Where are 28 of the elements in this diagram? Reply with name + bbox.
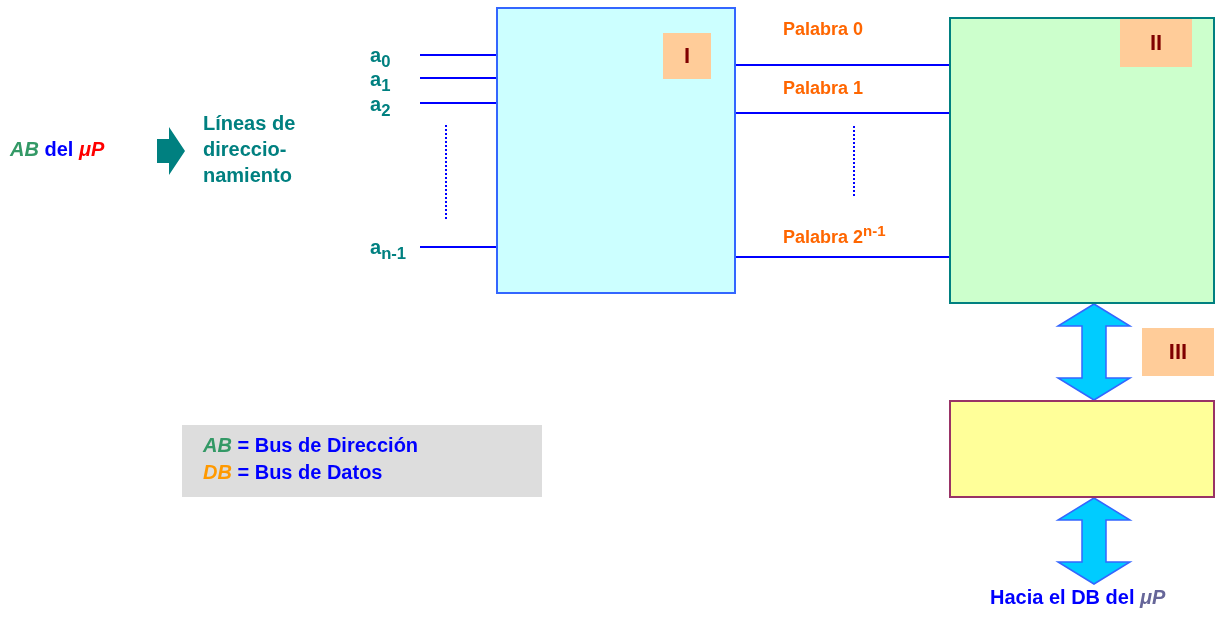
block-arrow — [1055, 303, 1133, 401]
address-lines-label: Líneas de direccio- namiento — [203, 110, 333, 190]
edge-label: Palabra 2$^{n-1}$ — [783, 222, 886, 248]
memory-block — [949, 17, 1215, 304]
connector-line — [419, 246, 497, 248]
edge-label: Palabra 1 — [783, 78, 864, 99]
block-arrow — [157, 127, 185, 175]
address-line-label: a$_{2}$ — [370, 91, 420, 117]
abbreviation-note: DB = Bus de Datos — [203, 461, 383, 484]
address-line-label: a$_{1}$ — [370, 66, 420, 92]
decoder-block — [496, 7, 736, 294]
abbreviation-note: AB = Bus de Dirección — [203, 434, 419, 457]
connector-line — [735, 256, 950, 258]
block-number-tag: III — [1142, 328, 1214, 376]
bus-label: AB del μP — [10, 136, 130, 166]
connector-line — [735, 64, 950, 66]
connector-line — [735, 112, 950, 114]
connector-line — [419, 77, 497, 79]
address-line-label: a$_{n-1}$ — [370, 234, 420, 260]
connector-line — [419, 54, 497, 56]
block-number-tag: I — [663, 33, 711, 79]
edge-label: Palabra 0 — [783, 19, 864, 40]
destination-label: Hacia el DB del μP — [990, 584, 1210, 614]
connector-line — [419, 102, 497, 104]
address-line-label: a$_{0}$ — [370, 42, 420, 68]
buffer-block — [949, 400, 1215, 498]
block-number-tag: II — [1120, 19, 1192, 67]
block-arrow — [1055, 497, 1133, 585]
